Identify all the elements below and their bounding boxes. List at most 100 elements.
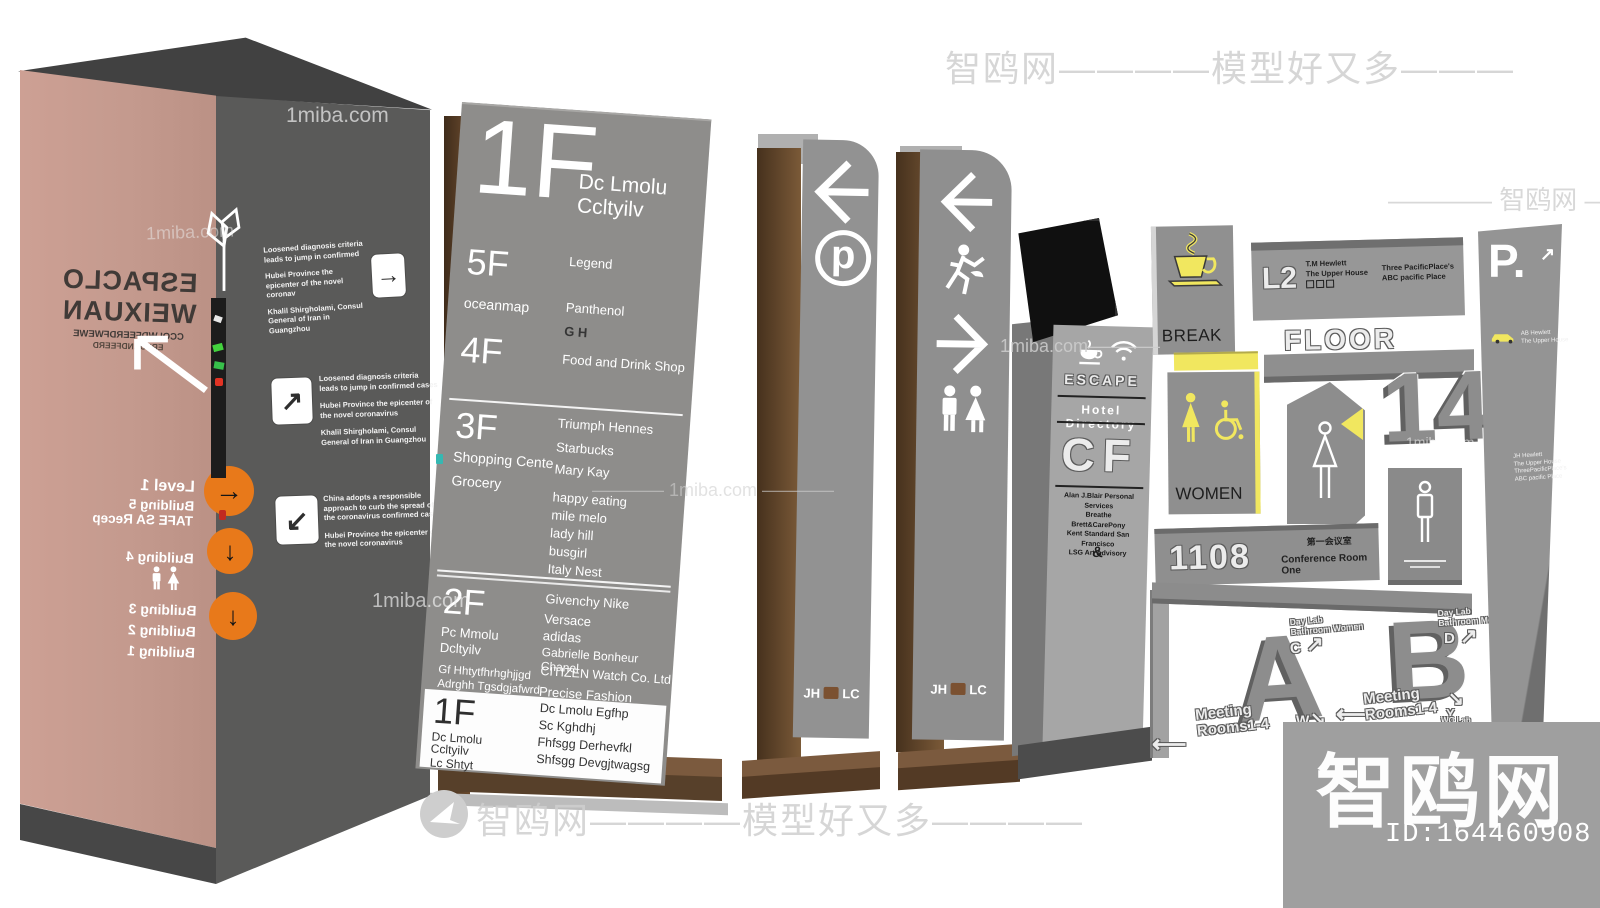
woman-outline-icon — [1303, 416, 1347, 512]
man-panel-text-lines — [1404, 560, 1446, 562]
kiosk-front-panel: ESCAPE Hotel Directory CF Alan J.Blair P… — [1042, 324, 1154, 748]
dir-item: Versace — [543, 611, 592, 630]
room-name: Conference Room One — [1281, 552, 1368, 577]
women-sign: WOMEN — [1167, 371, 1261, 515]
dir-item: Starbucks — [555, 439, 615, 459]
knot-glyph-icon: & — [1091, 543, 1104, 562]
watermark-miba-2: 1miba.com — [145, 220, 235, 244]
watermark-miba-3: 1miba.com———— — [1000, 336, 1161, 356]
p-car-note-2: The Upper House — [1521, 336, 1569, 345]
dir-item: Panthenol — [565, 299, 625, 319]
watermark-top-right: ———— 智鸥网 ———— — [1388, 185, 1600, 215]
wayfinding-row-1-text: Level 1 Building 5 TAFE SA Recep — [35, 473, 195, 529]
sprout-logo-icon — [196, 198, 252, 298]
watermark-miba-4: 1miba.com — [372, 590, 470, 612]
zone-a-long-arrow-icon: ⟵ — [1152, 731, 1187, 758]
arrow-down-icon: ↓ — [223, 535, 237, 566]
exit-right-arrow-tile: → — [370, 253, 407, 298]
floor-5f: 5F — [465, 240, 511, 285]
pylon2-footer: JH LC — [912, 681, 1004, 698]
women-pictogram-panel — [1287, 382, 1365, 524]
pylon1-face: p JH LC — [792, 139, 880, 739]
edge-strip — [211, 298, 226, 478]
p-pylon-label: P. — [1488, 235, 1526, 287]
row2-line1: Building 4 — [126, 547, 195, 567]
left-pylon-front-face — [20, 70, 216, 848]
parking-circle-icon: p — [814, 229, 872, 287]
break-label: BREAK — [1161, 325, 1223, 346]
l2-col2: Three PacificPlace's ABC pacific Place — [1382, 261, 1455, 282]
side-section-1-text: Loosened diagnosis criteria leads to jum… — [263, 239, 371, 336]
l2-col1: T.M Hewlett The Upper House — [1305, 258, 1368, 291]
watermark-miba-5: ———— 1miba.com ———— — [592, 480, 835, 500]
directory-board: 1F Dc Lmolu Ccltyilv 5F oceanmap Legend … — [415, 97, 712, 786]
break-sign: BREAK — [1150, 225, 1236, 355]
pylon2-arrow-right-icon — [929, 306, 998, 383]
side-section-2-text: Loosened diagnosis criteria leads to jum… — [319, 370, 441, 447]
brand-line-1: ESPACLO — [61, 263, 199, 299]
directory-1f-panel: 1F Dc Lmolu Ccltyilv Lc Shtyt Dc Lmolu E… — [419, 688, 667, 784]
s3-para1: China adopts a responsible approach to c… — [323, 490, 442, 523]
wayfinding-row-3-text: Building 3 Building 2 Building 1 — [43, 595, 197, 663]
dir-item-dark: G H — [563, 323, 588, 341]
tile-arrow-down-left-icon: ↙ — [284, 504, 310, 536]
l2-line-a2: The Upper House — [1305, 267, 1369, 278]
kiosk-rule-3 — [1055, 484, 1144, 489]
row1-line1: Level 1 — [139, 476, 195, 496]
footer-lc-2: LC — [969, 682, 987, 698]
row3-line2: Building 2 — [128, 621, 197, 640]
parking-p-glyph: p — [830, 232, 856, 278]
floor-1f-sub3: Lc Shtyt — [429, 755, 474, 773]
tile-arrow-right-icon: → — [375, 260, 402, 290]
ab-wall-edge — [1150, 590, 1169, 758]
dir-item: Triumph Hennes — [557, 415, 654, 438]
women-figure-icon — [1178, 388, 1205, 452]
zone-b-arrow-se-icon: ↘ — [1448, 689, 1464, 710]
kiosk-service-1: Alan J.Blair Personal Services — [1063, 492, 1135, 510]
man-panel-text-lines-2 — [1410, 566, 1440, 568]
room-number: 1108 — [1168, 537, 1252, 578]
row3-line1: Building 3 — [128, 600, 197, 619]
brand-badge: 智鸥网 ID:164460908 — [1283, 722, 1600, 908]
dir-item: Givenchy Nike — [545, 591, 630, 612]
edge-glyph-red-2 — [219, 510, 226, 520]
pylon1-arrow-left-icon — [808, 151, 873, 232]
l2-code: L2 — [1261, 261, 1298, 296]
watermark-top-banner: 智鸥网————模型好又多——— — [945, 48, 1516, 89]
kiosk-cup-icon — [1076, 337, 1105, 368]
man-outline-icon — [1408, 478, 1442, 554]
footer-jh: JH — [803, 685, 821, 701]
running-person-icon — [942, 242, 987, 297]
dir-item: Mary Kay — [554, 461, 610, 481]
zone-a-arrow-ne-icon: ↗ — [1306, 633, 1324, 656]
watermark-miba-1: 1miba.com — [286, 104, 389, 127]
side-section-3-text: China adopts a responsible approach to c… — [323, 490, 445, 550]
room-cn: 第一会议室 — [1306, 535, 1352, 547]
kiosk-monogram: CF — [1060, 428, 1140, 483]
floor-3f-sub1: Shopping Cente — [452, 448, 555, 472]
footer-logo-square — [823, 686, 839, 700]
dir-item: lady hill — [549, 525, 594, 544]
brand-badge-text: 智鸥网 — [1315, 748, 1568, 837]
floor-3f-sub2: Grocery — [451, 472, 502, 492]
image-id: ID:164460908 — [1385, 820, 1592, 850]
l2-sign: L2 T.M Hewlett The Upper House Three Pac… — [1251, 237, 1465, 321]
women-sign-yellow-edge — [1254, 371, 1261, 514]
edge-glyph-green-2 — [213, 361, 225, 370]
s1-para2: Hubei Province the epicenter of the nove… — [264, 266, 344, 300]
floor-2f-sub2: Dcltyilv — [439, 639, 482, 658]
legend-boxes — [1306, 279, 1368, 291]
footer-logo-square-2 — [950, 682, 966, 696]
car-icon — [1490, 330, 1518, 344]
p-pylon-car-note: AB Hewlett The Upper House — [1521, 329, 1569, 346]
pylon2-arrow-left-icon — [931, 164, 1000, 241]
floor-5f-sub: oceanmap — [463, 294, 530, 316]
arrow-down-badge-2: ↓ — [209, 592, 257, 640]
zone-b-arrow-ne-icon: ↗ — [1460, 625, 1478, 648]
floor-3f: 3F — [454, 404, 499, 449]
row3-line3: Building 1 — [127, 642, 196, 661]
women-label: WOMEN — [1175, 483, 1243, 504]
dir-item: Legend — [568, 253, 613, 272]
wheelchair-icon — [1212, 398, 1246, 444]
